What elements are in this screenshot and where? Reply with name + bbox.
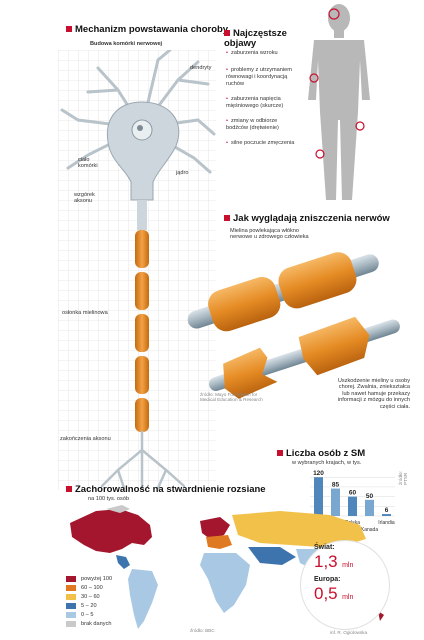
symptom-item: silne poczucie zmęczenia xyxy=(226,140,298,147)
chart-bar xyxy=(365,499,374,516)
central-america xyxy=(116,555,130,569)
label-dendrites: dendryty xyxy=(190,65,212,71)
chart-bar xyxy=(331,488,340,516)
world-unit: mln xyxy=(342,562,354,569)
legend-swatch xyxy=(66,611,76,618)
label-axon-hillock: wzgórek aksonu xyxy=(74,192,95,205)
europe-north xyxy=(200,517,230,539)
damage-title-text: Jak wyglądają zniszczenia nerwów xyxy=(233,213,390,224)
legend-swatch xyxy=(66,620,76,627)
legend-label: 0 – 5 xyxy=(81,611,94,618)
map-legend: powyżej 100 60 – 100 30 – 60 5 – 20 0 – … xyxy=(66,574,112,628)
symptom-item: zmiany w odbiorze bodźców (drętwienie) xyxy=(226,118,298,132)
chart-category-label: Irlandia xyxy=(378,520,395,526)
section-marker xyxy=(66,26,72,33)
chart-value-label: 120 xyxy=(313,470,324,477)
symptoms-title-text: Najczęstsze objawy xyxy=(224,28,287,50)
counts-source: źródło: PTSR xyxy=(398,471,409,485)
neuron-title-text: Mechanizm powstawania choroby xyxy=(75,24,229,35)
map-title-text: Zachorowalność na stwardnienie rozsiane xyxy=(75,484,266,495)
europe-south xyxy=(206,535,232,549)
legend-label: brak danych xyxy=(81,620,112,627)
legend-item: powyżej 100 xyxy=(66,574,112,583)
map-source: źródło: BBC xyxy=(190,628,215,633)
europe-unit: mln xyxy=(342,594,354,601)
credit: inf. R. Ogiolowska xyxy=(330,630,368,635)
middle-east xyxy=(248,547,296,565)
chart-bar xyxy=(348,496,357,516)
myelin-sheath xyxy=(135,230,149,432)
human-silhouette xyxy=(308,4,370,200)
south-america xyxy=(128,569,158,629)
legend-swatch xyxy=(66,593,76,600)
legend-label: 60 – 100 xyxy=(81,584,103,591)
legend-item: 60 – 100 xyxy=(66,583,112,592)
label-axon-terminals: zakończenia aksonu xyxy=(60,436,111,442)
section-marker xyxy=(224,30,230,37)
world-value: 1,3 xyxy=(314,552,338,571)
section-marker xyxy=(224,215,230,222)
damage-title: Jak wyglądają zniszczenia nerwów xyxy=(224,213,390,224)
europe-total: 0,5 mln xyxy=(314,584,353,604)
legend-label: 5 – 20 xyxy=(81,602,97,609)
label-nucleus: jądro xyxy=(176,170,189,176)
legend-swatch xyxy=(66,602,76,609)
axon-hillock xyxy=(137,200,147,230)
symptom-markers xyxy=(309,8,365,159)
label-healthy-myelin: Mielina powlekająca włókno nerwowe u zdr… xyxy=(230,228,309,241)
symptom-item: problemy z utrzymaniem równowagi i koord… xyxy=(226,67,298,88)
world-total: 1,3 mln xyxy=(314,552,353,572)
chart-category-label: Kanada xyxy=(361,527,378,533)
symptoms-list: zaburzenia wzroku problemy z utrzymaniem… xyxy=(226,50,298,152)
legend-item: 5 – 20 xyxy=(66,601,112,610)
neuron-title: Mechanizm powstawania choroby xyxy=(66,24,228,35)
section-marker xyxy=(277,450,283,457)
legend-swatch xyxy=(66,584,76,591)
damaged-nerve xyxy=(209,316,400,399)
chart-value-label: 85 xyxy=(332,482,340,489)
chart-bar xyxy=(382,514,391,516)
nucleolus xyxy=(137,125,143,131)
section-marker xyxy=(66,486,72,493)
symptom-item: zaburzenia napięcia mięśniowego (skurcze… xyxy=(226,96,298,110)
legend-label: 30 – 60 xyxy=(81,593,100,600)
chart-value-label: 6 xyxy=(385,507,389,514)
legend-item: 0 – 5 xyxy=(66,610,112,619)
europe-label: Europa: xyxy=(314,576,341,583)
symptoms-title: Najczęstsze objawy xyxy=(224,28,294,50)
legend-label: powyżej 100 xyxy=(81,575,113,582)
north-america xyxy=(70,509,152,553)
world-label: Świat: xyxy=(314,544,335,551)
counts-title-text: Liczba osób z SM xyxy=(286,448,366,459)
legend-item: brak danych xyxy=(66,619,112,628)
counts-subtitle: w wybranych krajach, w tys. xyxy=(292,460,362,466)
nerve-damage-illustration xyxy=(187,252,400,399)
symptom-item: zaburzenia wzroku xyxy=(226,50,298,57)
greenland xyxy=(106,505,130,513)
chart-bar xyxy=(314,477,323,516)
label-damaged-myelin: Uszkodzenie mieliny u osoby chorej. Zwal… xyxy=(337,378,410,410)
chart-value-label: 60 xyxy=(349,490,357,497)
damage-source: źródło: Mayo Foundation for Medical Educ… xyxy=(200,392,263,403)
world-map xyxy=(70,505,384,629)
continents xyxy=(70,505,384,629)
russia xyxy=(232,511,366,547)
healthy-nerve xyxy=(187,252,379,332)
neuron-diagram xyxy=(58,50,216,490)
map-subtitle: na 100 tys. osób xyxy=(88,496,130,502)
neuron-subtitle: Budowa komórki nerwowej xyxy=(90,41,163,47)
label-cell-body: ciało komórki xyxy=(78,157,98,170)
axon-terminals xyxy=(100,430,186,490)
totals-circle xyxy=(300,540,390,630)
map-title: Zachorowalność na stwardnienie rozsiane xyxy=(66,484,266,495)
africa xyxy=(200,553,250,613)
europe-value: 0,5 xyxy=(314,584,338,603)
legend-swatch xyxy=(66,575,76,582)
legend-item: 30 – 60 xyxy=(66,592,112,601)
label-myelin-sheath: osłonka mielinowa xyxy=(62,310,108,316)
counts-title: Liczba osób z SM xyxy=(277,448,365,459)
chart-value-label: 50 xyxy=(366,493,374,500)
